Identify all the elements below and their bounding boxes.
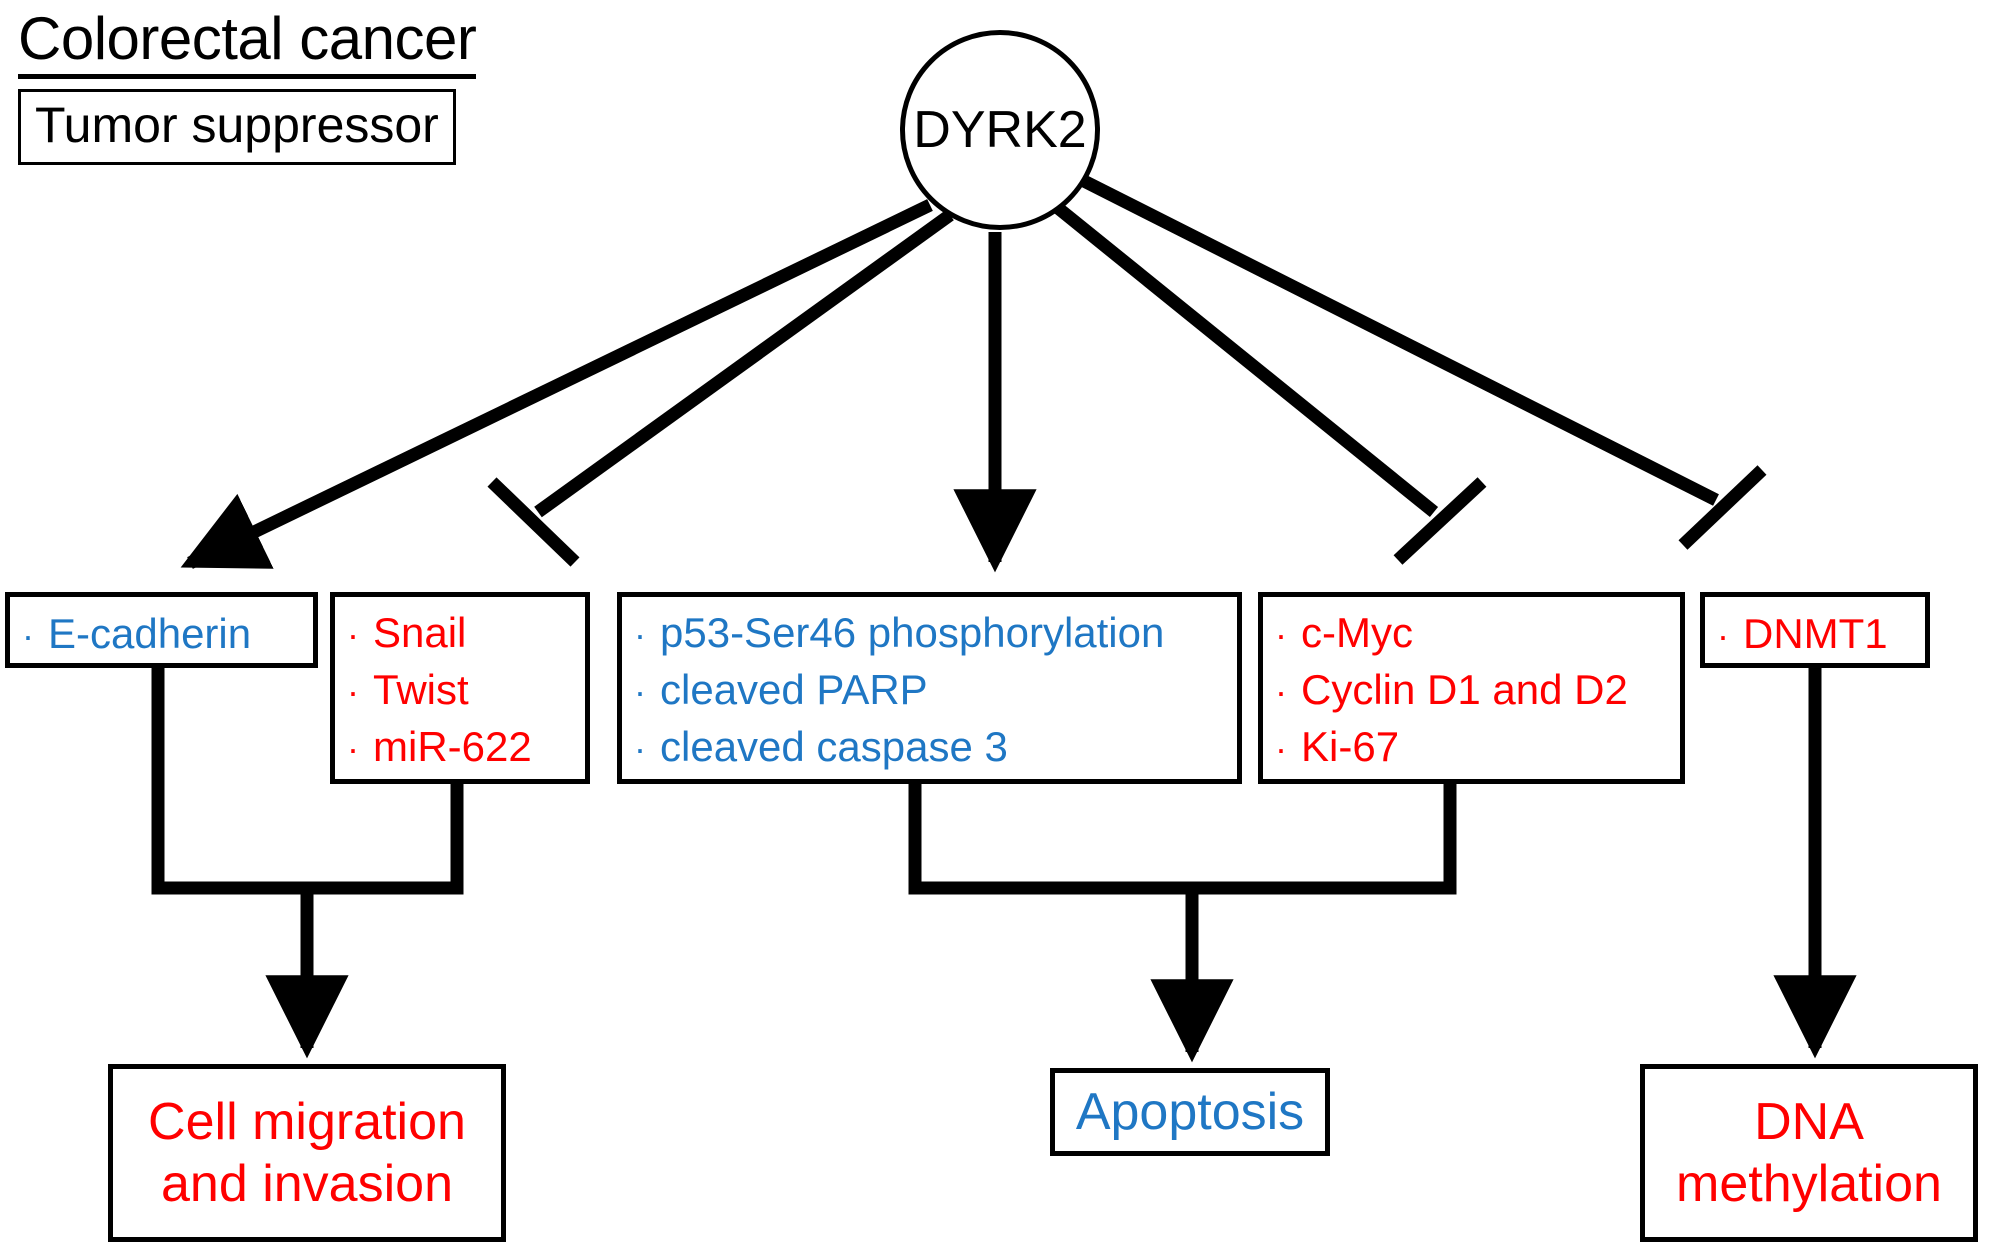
target-label: cleaved caspase 3 [660, 723, 1008, 770]
list-item: · DNMT1 [1717, 605, 1915, 665]
page-title: Colorectal cancer [18, 6, 477, 79]
list-item: · E-cadherin [22, 605, 303, 665]
outcome-box-apoptosis[interactable]: Apoptosis [1050, 1068, 1330, 1156]
bullet-icon: · [1275, 614, 1287, 655]
edge-dyrk2-to-emt-tbar [487, 477, 580, 567]
bullet-icon: · [22, 615, 34, 656]
list-item: · p53-Ser46 phosphorylation [634, 605, 1227, 662]
outcome-label: and invasion [161, 1155, 453, 1213]
target-box-emt-markers[interactable]: · Snail · Twist · miR-622 [330, 592, 590, 784]
target-label: Cyclin D1 and D2 [1301, 666, 1628, 713]
target-label: E-cadherin [48, 610, 252, 657]
target-box-proliferation-markers[interactable]: · c-Myc · Cyclin D1 and D2 · Ki-67 [1258, 592, 1685, 784]
edge-dyrk2-to-proliferation-stem [1053, 202, 1439, 518]
role-badge: Tumor suppressor [18, 89, 456, 165]
bullet-icon: · [347, 728, 359, 769]
bullet-icon: · [634, 671, 646, 712]
list-item: · Cyclin D1 and D2 [1275, 662, 1670, 719]
list-item: · miR-622 [347, 719, 575, 776]
bullet-icon: · [634, 728, 646, 769]
outcome-label: Apoptosis [1075, 1083, 1305, 1141]
edge-dyrk2-to-proliferation-tbar [1393, 477, 1487, 565]
node-dyrk2[interactable]: DYRK2 [900, 30, 1100, 230]
node-dyrk2-label: DYRK2 [913, 101, 1087, 159]
bracket-apoptosis [908, 784, 1457, 895]
target-label: Ki-67 [1301, 723, 1400, 770]
list-item: · c-Myc [1275, 605, 1670, 662]
target-box-apoptosis-markers[interactable]: · p53-Ser46 phosphorylation · cleaved PA… [617, 592, 1242, 784]
bullet-icon: · [347, 614, 359, 655]
target-label: p53-Ser46 phosphorylation [660, 609, 1165, 656]
list-item: · cleaved caspase 3 [634, 719, 1227, 776]
edge-dyrk2-to-e-cadherin [180, 199, 933, 569]
list-item: · Twist [347, 662, 575, 719]
bullet-icon: · [1717, 615, 1729, 656]
outcome-label: Cell migration [148, 1093, 466, 1151]
outcome-box-dna-methylation[interactable]: DNA methylation [1640, 1064, 1978, 1242]
list-item: · cleaved PARP [634, 662, 1227, 719]
outcome-label: methylation [1676, 1155, 1942, 1213]
target-label: Snail [373, 609, 467, 656]
bullet-icon: · [1275, 728, 1287, 769]
target-label: c-Myc [1301, 609, 1413, 656]
target-box-e-cadherin[interactable]: · E-cadherin [5, 592, 318, 668]
list-item: · Ki-67 [1275, 719, 1670, 776]
outcome-label: DNA [1754, 1093, 1864, 1151]
target-label: cleaved PARP [660, 666, 928, 713]
list-item: · Snail [347, 605, 575, 662]
bullet-icon: · [1275, 671, 1287, 712]
outcome-box-cell-migration[interactable]: Cell migration and invasion [108, 1064, 506, 1242]
bullet-icon: · [347, 671, 359, 712]
edge-dyrk2-to-dnmt1-tbar [1678, 465, 1767, 550]
target-label: miR-622 [373, 723, 532, 770]
target-label: DNMT1 [1743, 610, 1888, 657]
edge-dyrk2-to-emt-stem [534, 209, 954, 518]
bullet-icon: · [634, 614, 646, 655]
edge-dyrk2-to-dnmt1-stem [1075, 172, 1719, 506]
target-label: Twist [373, 666, 469, 713]
target-box-dnmt1[interactable]: · DNMT1 [1700, 592, 1930, 668]
header-block: Colorectal cancer Tumor suppressor [18, 6, 638, 165]
